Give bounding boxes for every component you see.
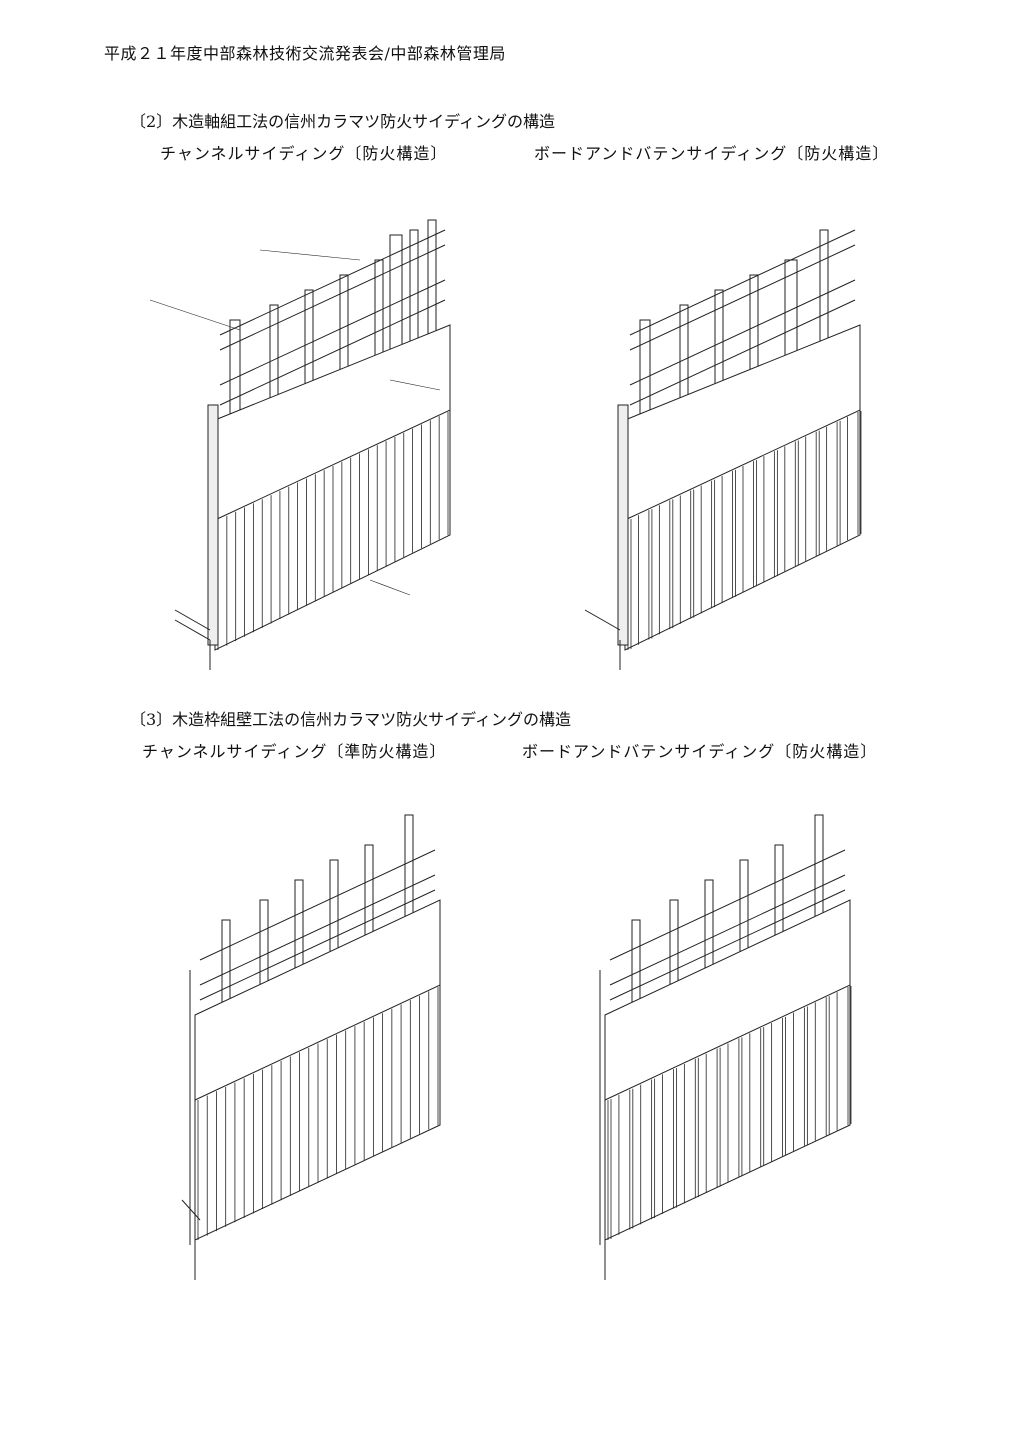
drawing-channel-siding-semi-fireproof (181, 814, 441, 1280)
drawing-board-batten-siding-fireproof (584, 229, 862, 670)
section3-left-caption: チャンネルサイディング〔準防火構造〕 (142, 742, 447, 761)
section2-left-caption: チャンネルサイディング〔防火構造〕 (160, 144, 448, 163)
page-header: 平成２１年度中部森林技術交流発表会/中部森林管理局 (104, 44, 506, 63)
section2-right-caption: ボードアンドバテンサイディング〔防火構造〕 (534, 144, 890, 163)
drawing-board-batten-siding-fireproof-2x4 (599, 814, 852, 1280)
section2-title: 〔2〕木造軸組工法の信州カラマツ防火サイディングの構造 (130, 112, 556, 131)
section3-right-caption: ボードアンドバテンサイディング〔防火構造〕 (522, 742, 878, 761)
drawing-channel-siding-fireproof (149, 219, 451, 670)
section3-title: 〔3〕木造枠組壁工法の信州カラマツ防火サイディングの構造 (130, 710, 572, 729)
